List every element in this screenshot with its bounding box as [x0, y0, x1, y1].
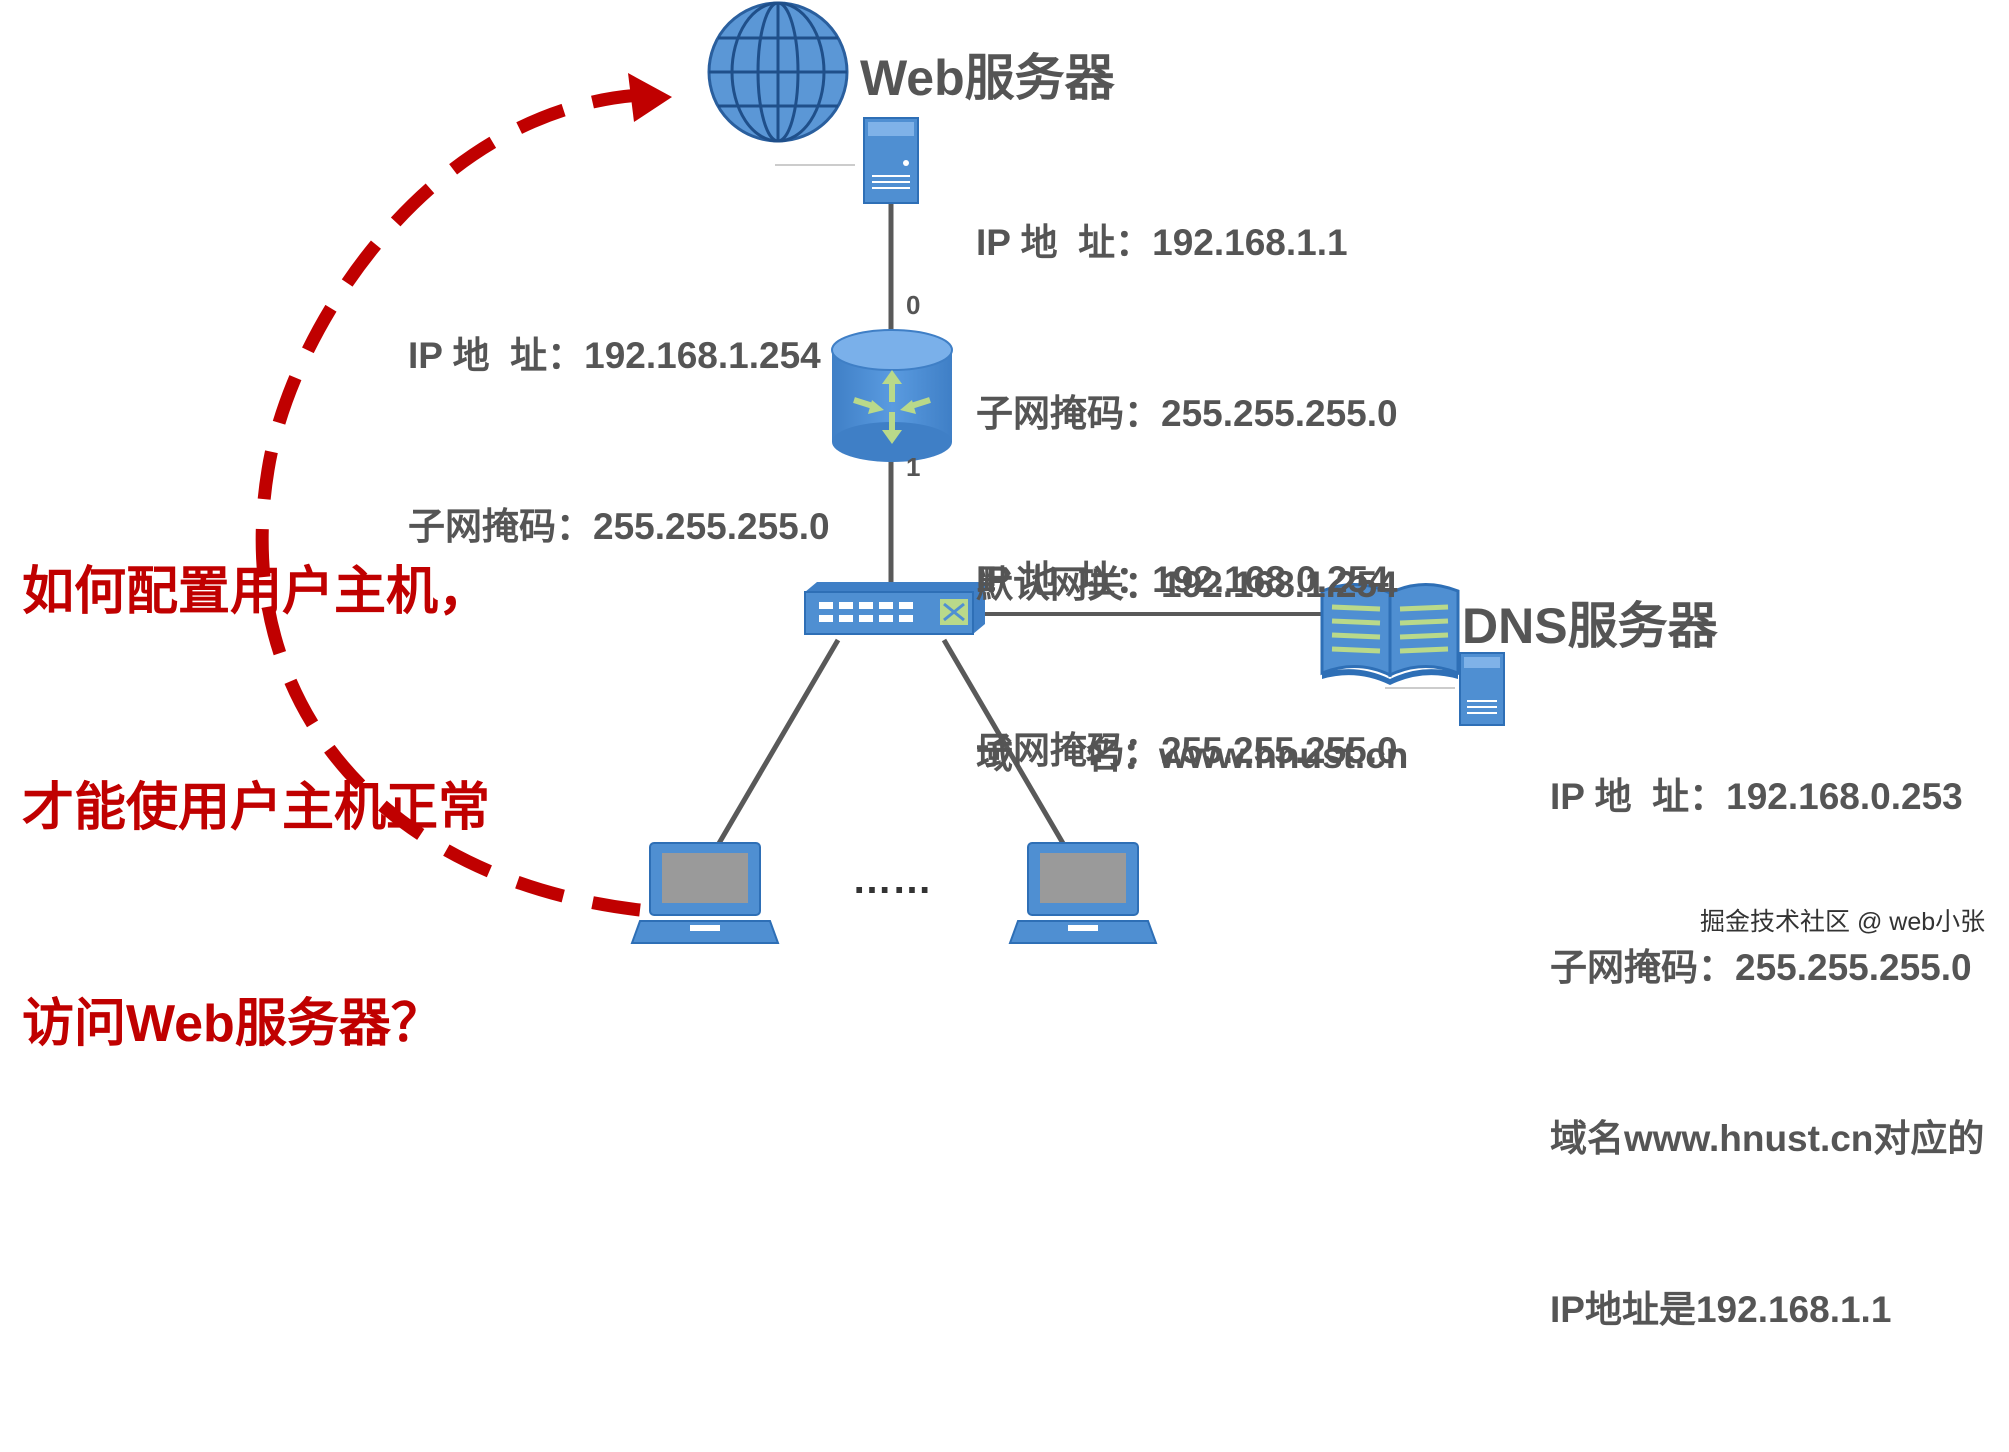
- dns-ip-row: IP 地 址：192.168.0.253: [1550, 768, 1984, 825]
- web-mask-value: 255.255.255.0: [1161, 393, 1398, 434]
- port0-ip-label: IP 地 址：: [408, 335, 585, 376]
- router-port0-info: IP 地 址：192.168.1.254 子网掩码：255.255.255.0: [408, 213, 830, 669]
- question-arrow: [255, 73, 672, 917]
- more-hosts-ellipsis: ……: [852, 858, 932, 902]
- dns-server-title: DNS服务器: [1462, 598, 1718, 654]
- laptop-icon: [1008, 842, 1158, 944]
- dns-ip-value: 192.168.0.253: [1726, 776, 1963, 817]
- arrowhead-icon: [628, 73, 672, 122]
- diagram-canvas: [255, 1, 1505, 944]
- web-mask-row: 子网掩码：255.255.255.0: [976, 385, 1408, 442]
- port0-ip-value: 192.168.1.254: [584, 335, 821, 376]
- router-port1-info: IP 地 址：192.168.0.254 子网掩码：255.255.255.0: [976, 437, 1398, 893]
- web-ip-value: 192.168.1.1: [1152, 222, 1348, 263]
- question-line1: 如何配置用户主机，: [22, 563, 491, 621]
- dns-mask-row: 子网掩码：255.255.255.0: [1550, 939, 1984, 996]
- web-domain-label: 域 名：: [976, 735, 1159, 776]
- web-domain-value: www.hnust.cn: [1158, 735, 1409, 776]
- web-gateway-row: 默认网关：192.168.1.254: [976, 556, 1408, 613]
- port0-mask-label: 子网掩码：: [408, 506, 593, 547]
- link-switch-host2: [941, 638, 1067, 847]
- port1-ip-label: IP 地 址：: [976, 559, 1153, 600]
- dns-server-info: IP 地 址：192.168.0.253 子网掩码：255.255.255.0 …: [1550, 654, 1984, 1452]
- web-ip-row: IP 地 址：192.168.1.1: [976, 214, 1408, 271]
- web-domain-row: 域 名：www.hnust.cn: [976, 727, 1408, 784]
- web-gateway-value: 192.168.1.254: [1161, 564, 1398, 605]
- port1-mask-value: 255.255.255.0: [1161, 730, 1398, 771]
- network-links: [715, 164, 1455, 847]
- port0-ip-row: IP 地 址：192.168.1.254: [408, 327, 830, 384]
- dns-server-icon: [1459, 652, 1505, 726]
- web-server-title: Web服务器: [860, 50, 1115, 106]
- dns-mask-label: 子网掩码：: [1550, 947, 1735, 988]
- network-diagram: Web服务器 IP 地 址：192.168.1.1 子网掩码：255.255.2…: [22, 1, 1986, 1330]
- dns-note-line1: 域名www.hnust.cn对应的: [1550, 1118, 1985, 1159]
- port1-mask-label: 子网掩码：: [976, 730, 1161, 771]
- watermark: 掘金技术社区 @ web小张: [1700, 908, 1986, 936]
- dns-note-line2: IP地址是192.168.1.1: [1550, 1289, 1892, 1330]
- port1-ip-row: IP 地 址：192.168.0.254: [976, 551, 1398, 608]
- router-port0-label: 0: [906, 290, 921, 320]
- web-server-info: IP 地 址：192.168.1.1 子网掩码：255.255.255.0 默认…: [976, 100, 1408, 898]
- port0-mask-row: 子网掩码：255.255.255.0: [408, 498, 830, 555]
- switch-icon: [804, 582, 985, 635]
- dns-ip-label: IP 地 址：: [1550, 776, 1727, 817]
- link-switch-host1: [715, 638, 841, 847]
- globe-icon: [707, 1, 849, 143]
- port0-mask-value: 255.255.255.0: [593, 506, 830, 547]
- port1-mask-row: 子网掩码：255.255.255.0: [976, 722, 1398, 779]
- web-ip-label: IP 地 址：: [976, 222, 1153, 263]
- laptop-icon: [630, 842, 780, 944]
- server-icon: [863, 117, 919, 204]
- question-line3: 访问Web服务器？: [22, 995, 443, 1053]
- question-line2: 才能使用户主机正常: [22, 779, 491, 837]
- router-icon: [831, 329, 953, 462]
- web-mask-label: 子网掩码：: [976, 393, 1161, 434]
- question-text: 如何配置用户主机， 才能使用户主机正常 访问Web服务器？: [22, 412, 490, 1204]
- port1-ip-value: 192.168.0.254: [1152, 559, 1389, 600]
- book-icon: [1320, 582, 1460, 685]
- web-gateway-label: 默认网关：: [976, 564, 1161, 605]
- dns-mask-value: 255.255.255.0: [1735, 947, 1972, 988]
- router-port1-label: 1: [906, 452, 921, 482]
